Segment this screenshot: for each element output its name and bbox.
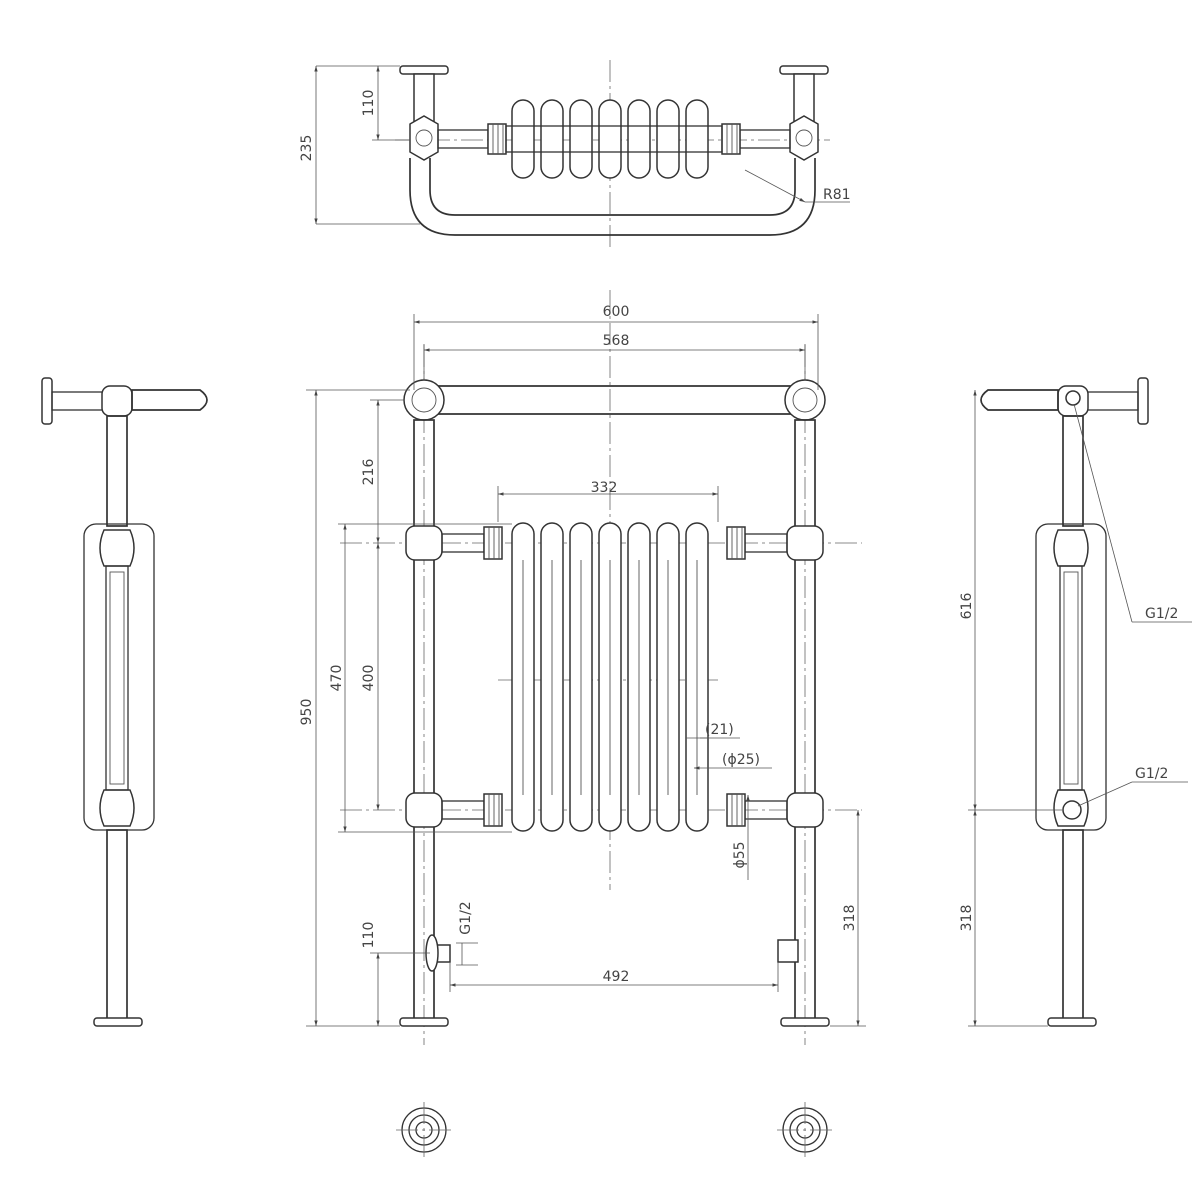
top-hub-left <box>409 115 439 161</box>
collar-lower-left <box>405 792 443 828</box>
dim-568-label: 568 <box>603 333 630 349</box>
nut-upper-right <box>726 526 746 560</box>
right-side-rail-end <box>980 389 1059 411</box>
left-side-collar-bottom <box>99 789 135 827</box>
front-view: 600 568 332 950 216 470 400 (21) (ϕ25) ϕ… <box>299 290 866 1045</box>
left-side-wall-plate <box>41 377 53 425</box>
right-side-thread-bottom <box>1062 800 1082 820</box>
collar-upper-left <box>405 525 443 561</box>
valve-right <box>777 939 799 963</box>
dim-470-label: 470 <box>329 665 345 692</box>
top-wall-plate-right <box>779 65 829 75</box>
left-side-collar-top <box>99 529 135 567</box>
dim-492-label: 492 <box>603 969 630 985</box>
dim-400-label: 400 <box>361 665 377 692</box>
side-thread-bottom-label: G1/2 <box>1135 766 1168 782</box>
top-wall-plate-left <box>399 65 449 75</box>
top-pipe-left <box>437 129 489 149</box>
left-side-stub <box>51 391 105 411</box>
dim-318-side-label: 318 <box>959 905 975 932</box>
top-view: 235 110 R81 <box>299 60 851 250</box>
dim-216-label: 216 <box>361 459 377 486</box>
right-side-view: 616 318 G1/2 G1/2 <box>959 377 1192 1027</box>
foot-plan-views <box>396 1102 833 1158</box>
left-side-lower-leg <box>106 829 128 1021</box>
right-side-wall-plate <box>1137 377 1149 425</box>
top-rail-outer <box>409 158 816 236</box>
dim-110-top-label: 110 <box>361 90 377 117</box>
dim-600-label: 600 <box>603 304 630 320</box>
top-hub-right-bore <box>795 129 813 147</box>
top-radiator-sections <box>505 99 723 179</box>
side-thread-top-label: G1/2 <box>1145 606 1178 622</box>
left-side-foot <box>93 1017 143 1027</box>
dim-332-label: 332 <box>591 480 618 496</box>
top-hub-right <box>789 115 819 161</box>
dim-25-label: (ϕ25) <box>722 752 760 768</box>
dim-110-valve-label: 110 <box>361 922 377 949</box>
dim-950-label: 950 <box>299 699 315 726</box>
front-radiator-columns <box>511 522 709 832</box>
front-top-hub-left <box>403 379 445 421</box>
collar-upper-right <box>786 525 824 561</box>
front-top-rail <box>409 385 819 415</box>
top-wall-stem-left <box>413 73 435 123</box>
left-side-view <box>41 377 208 1027</box>
nut-lower-left <box>483 793 503 827</box>
right-side-foot <box>1047 1017 1097 1027</box>
foot-right <box>780 1017 830 1027</box>
nut-upper-left <box>483 526 503 560</box>
dim-21-label: (21) <box>705 722 734 738</box>
top-hub-left-bore <box>415 129 433 147</box>
dim-616-label: 616 <box>959 593 975 620</box>
dim-55-label: ϕ55 <box>732 841 748 868</box>
radius-r81-label: R81 <box>823 187 851 203</box>
dim-318-label: 318 <box>842 905 858 932</box>
left-side-rail-end <box>131 389 208 411</box>
foot-left <box>399 1017 449 1027</box>
nut-lower-right <box>726 793 746 827</box>
left-side-upper-leg <box>106 415 128 527</box>
top-pipe-right <box>739 129 791 149</box>
valve-thread-label: G1/2 <box>458 901 474 934</box>
dim-235-label: 235 <box>299 135 315 162</box>
collar-lower-right <box>786 792 824 828</box>
top-wall-stem-right <box>793 73 815 123</box>
top-rail-inner <box>429 158 796 216</box>
right-side-thread-top <box>1065 390 1081 406</box>
front-top-hub-right <box>784 379 826 421</box>
